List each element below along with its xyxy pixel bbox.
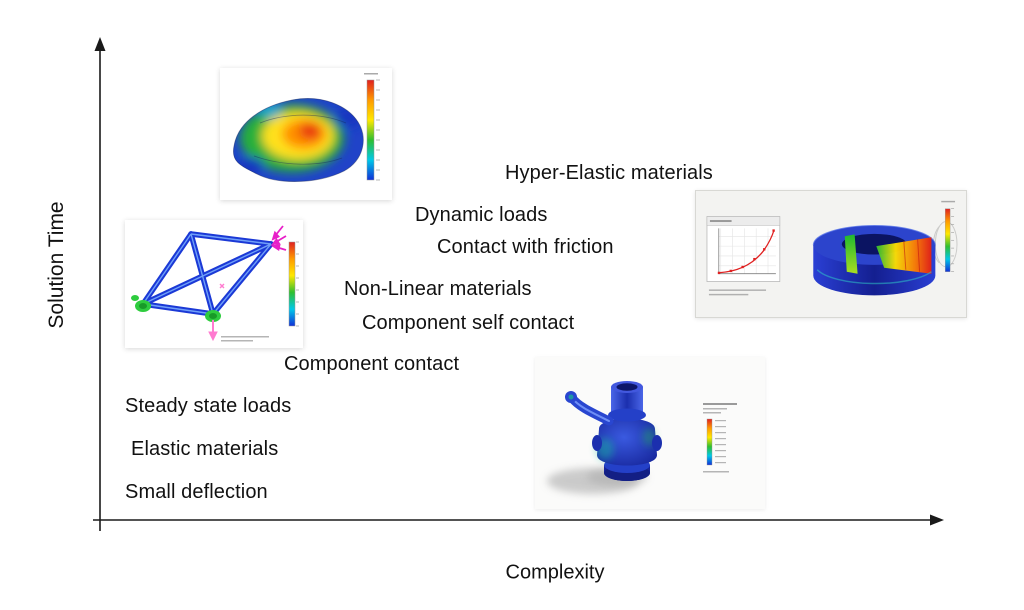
label-dynamic-loads: Dynamic loads: [415, 204, 548, 226]
valve-model: [565, 381, 662, 481]
label-steady-state-loads: Steady state loads: [125, 395, 292, 417]
color-legend: [941, 200, 956, 272]
label-non-linear-materials: Non-Linear materials: [344, 278, 532, 300]
y-axis-label: Solution Time: [45, 201, 68, 329]
response-curve-inset: [706, 216, 781, 282]
constraint-arrows: [270, 225, 287, 251]
chassis-contour-plot: [233, 98, 364, 182]
label-hyper-elastic-materials: Hyper-Elastic materials: [505, 162, 713, 184]
bike-frame-fea-image: [125, 220, 303, 348]
color-legend: [288, 241, 299, 327]
y-axis-arrowhead: [94, 37, 106, 51]
label-component-self-contact: Component self contact: [362, 312, 575, 334]
label-component-contact: Component contact: [284, 353, 460, 375]
label-elastic-materials: Elastic materials: [131, 438, 279, 460]
label-contact-with-friction: Contact with friction: [437, 236, 614, 258]
x-axis-label: Complexity: [505, 561, 605, 584]
label-small-deflection: Small deflection: [125, 481, 268, 503]
x-axis-arrowhead: [930, 514, 944, 526]
valve-fea-image: [535, 357, 765, 509]
color-legend: [364, 73, 380, 181]
color-legend: [703, 403, 737, 473]
x-axis: [93, 514, 944, 526]
vehicle-chassis-fea-image: [220, 68, 392, 200]
load-arrow: [208, 283, 225, 342]
seal-model: [812, 224, 936, 296]
rubber-seal-fea-image: [695, 190, 967, 318]
y-axis: [94, 37, 106, 531]
